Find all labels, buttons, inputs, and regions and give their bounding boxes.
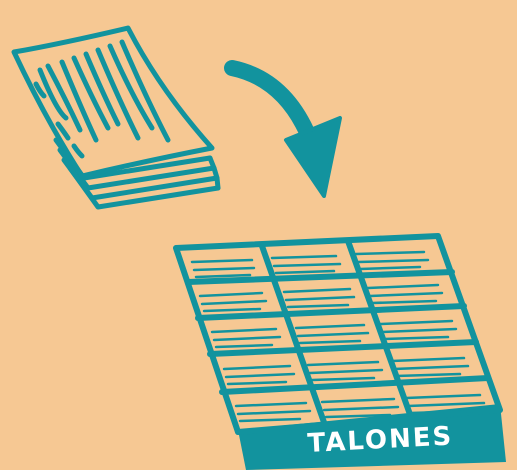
curved-arrow-icon [232, 68, 340, 196]
paper-stack-icon [14, 28, 218, 207]
ticket-grid-sheet-icon: TALONES [176, 236, 506, 470]
